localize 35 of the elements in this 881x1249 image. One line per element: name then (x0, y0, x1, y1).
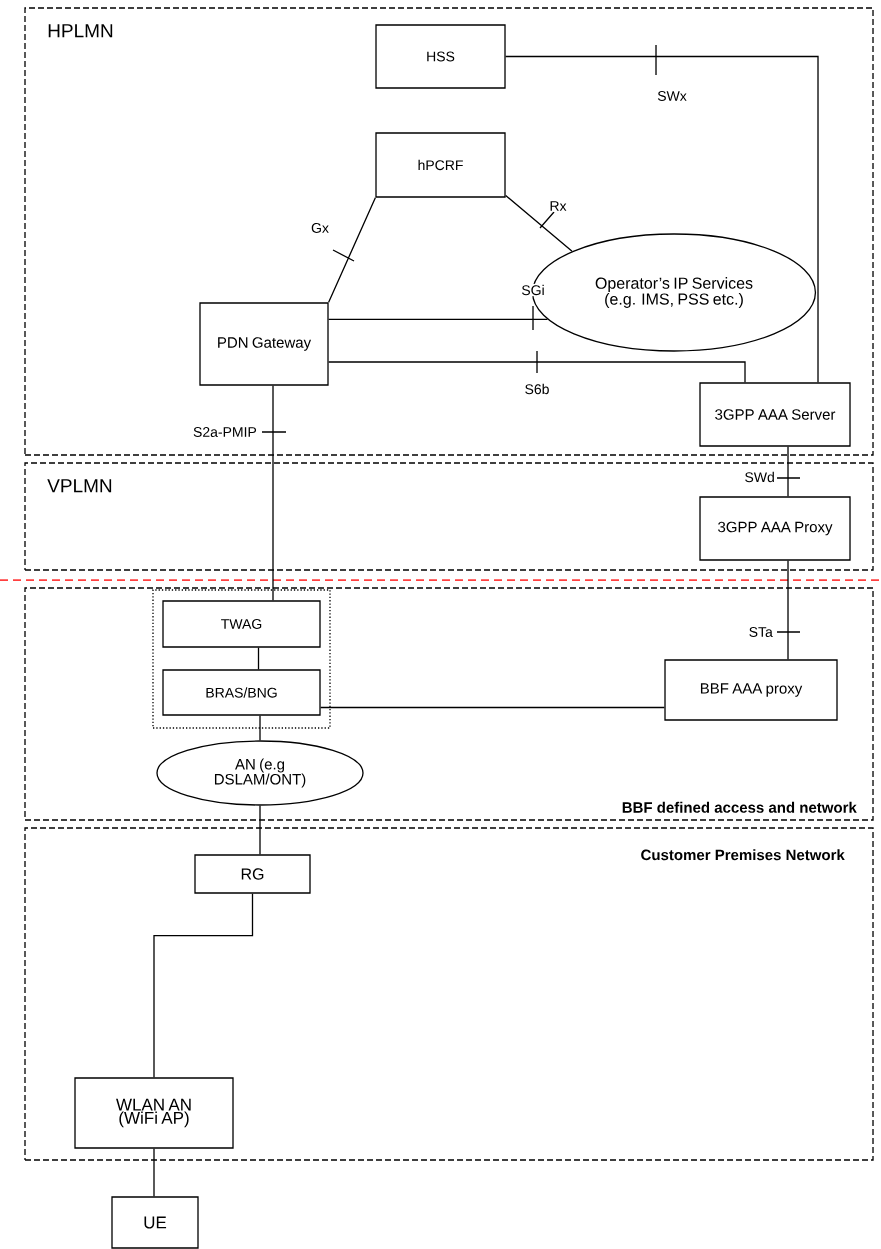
box-node: TWAG (162, 600, 321, 648)
ellipse-node: AN (e.g DSLAM/ONT) (156, 740, 364, 806)
connector-line (328, 197, 376, 303)
connector-line (328, 305, 549, 331)
box-node: 3GPP AAA Server (699, 382, 851, 447)
box-node: hPCRF (375, 132, 506, 198)
dotted-box (152, 589, 331, 729)
box-node: PDN Gateway (199, 302, 329, 386)
connector-line (259, 805, 261, 855)
edge-label: Rx (548, 200, 568, 212)
connector-line (328, 350, 746, 383)
edge-label: SWx (656, 90, 688, 102)
connector-line (320, 706, 665, 709)
box-node: RG (194, 854, 311, 894)
box-node: HSS (375, 24, 506, 89)
box-node: WLAN AN (WiFi AP) (74, 1077, 234, 1149)
edge-label: SGi (520, 283, 546, 297)
connector-line (153, 1148, 155, 1197)
connector-line (505, 44, 819, 383)
connector-line (261, 385, 287, 601)
connector-line (257, 647, 260, 670)
edge-label: SWd (743, 470, 776, 484)
connector-line (776, 446, 801, 497)
box-node: UE (111, 1196, 199, 1249)
box-node: 3GPP AAA Proxy (699, 496, 851, 561)
edge-label: S2a-PMIP (192, 426, 258, 438)
connector-line (153, 893, 254, 1078)
connector-line (776, 560, 801, 660)
connector-line (505, 194, 573, 252)
edge-label: STa (747, 626, 774, 638)
box-node: BRAS/BNG (162, 669, 321, 716)
connector-line (259, 715, 261, 741)
edge-label: Gx (310, 222, 330, 234)
edge-label: S6b (523, 382, 551, 396)
box-node: BBF AAA proxy (664, 659, 838, 721)
